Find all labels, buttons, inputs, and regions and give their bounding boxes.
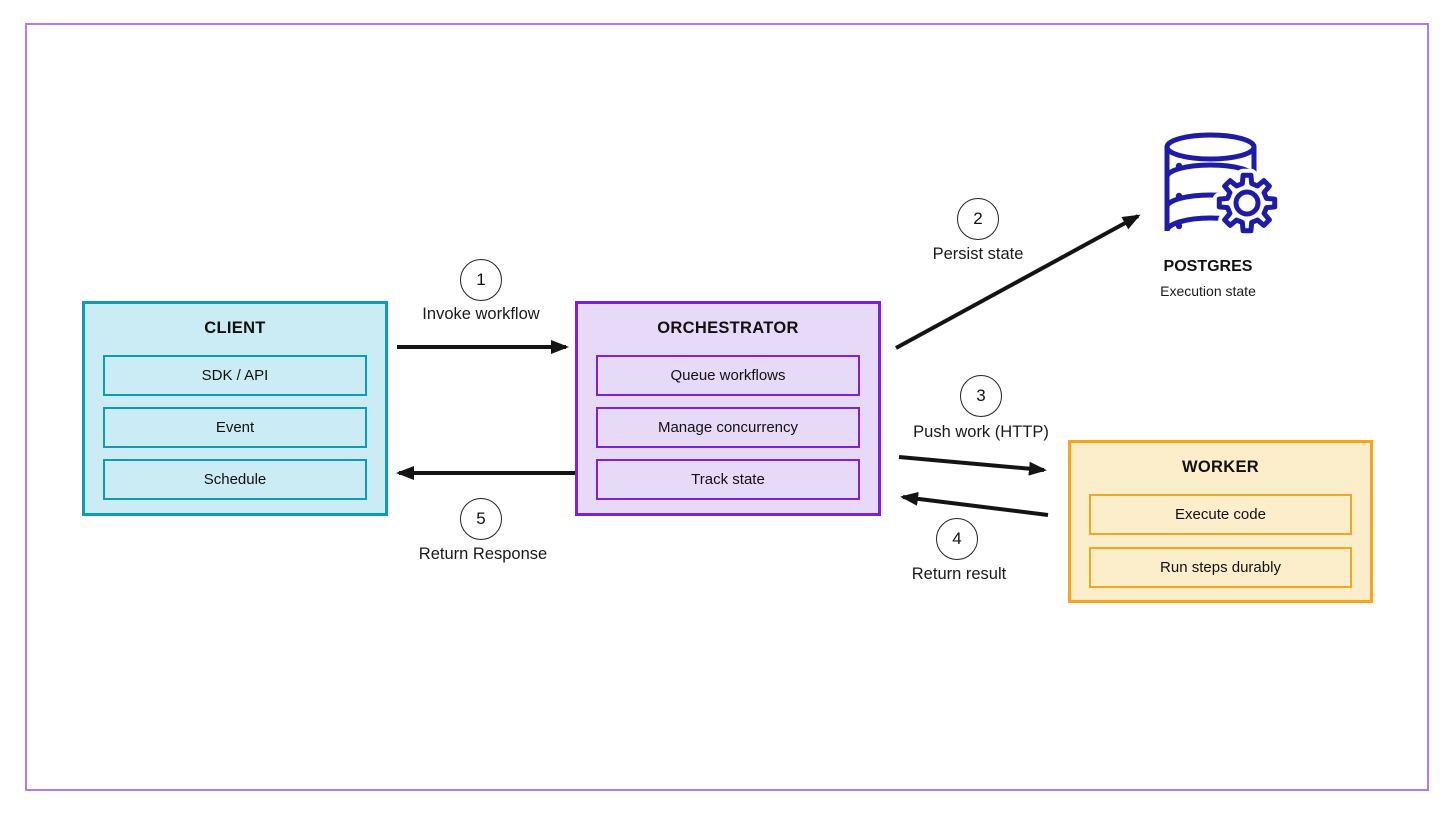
orchestrator-item-queue-workflows: Queue workflows (596, 355, 860, 396)
orchestrator-items: Queue workflows Manage concurrency Track… (596, 355, 860, 500)
arrow-persist-state (895, 214, 1141, 350)
worker-title: WORKER (1182, 458, 1259, 476)
step-1-circle: 1 (460, 259, 502, 301)
orchestrator-item-track-state: Track state (596, 459, 860, 500)
client-items: SDK / API Event Schedule (103, 355, 367, 500)
orchestrator-item-manage-concurrency: Manage concurrency (596, 407, 860, 448)
postgres-caption: POSTGRES Execution state (1108, 258, 1308, 299)
orchestrator-title: ORCHESTRATOR (657, 319, 799, 337)
step-2-circle: 2 (957, 198, 999, 240)
postgres-subtitle: Execution state (1160, 283, 1256, 299)
worker-item-execute-code: Execute code (1089, 494, 1352, 535)
step-1-label: Invoke workflow (422, 305, 540, 323)
step-3-label: Push work (HTTP) (913, 423, 1049, 441)
postgres-database-icon (1164, 132, 1282, 238)
worker-item-run-steps-durably: Run steps durably (1089, 547, 1352, 588)
step-5-label: Return Response (418, 545, 548, 563)
client-item-sdk-api: SDK / API (103, 355, 367, 396)
client-item-schedule: Schedule (103, 459, 367, 500)
step-3-circle: 3 (960, 375, 1002, 417)
client-item-event: Event (103, 407, 367, 448)
step-2-label: Persist state (932, 245, 1024, 263)
worker-items: Execute code Run steps durably (1089, 494, 1352, 588)
postgres-title: POSTGRES (1163, 258, 1253, 275)
arrow-push-work (898, 455, 1047, 476)
gear-icon (1212, 168, 1282, 238)
client-node: CLIENT SDK / API Event Schedule (82, 301, 388, 516)
worker-node: WORKER Execute code Run steps durably (1068, 440, 1373, 603)
step-4-circle: 4 (936, 518, 978, 560)
step-4-label: Return result (911, 565, 1007, 583)
client-title: CLIENT (204, 319, 266, 337)
arrow-return-result (900, 491, 1049, 517)
orchestrator-node: ORCHESTRATOR Queue workflows Manage conc… (575, 301, 881, 516)
step-5-circle: 5 (460, 498, 502, 540)
